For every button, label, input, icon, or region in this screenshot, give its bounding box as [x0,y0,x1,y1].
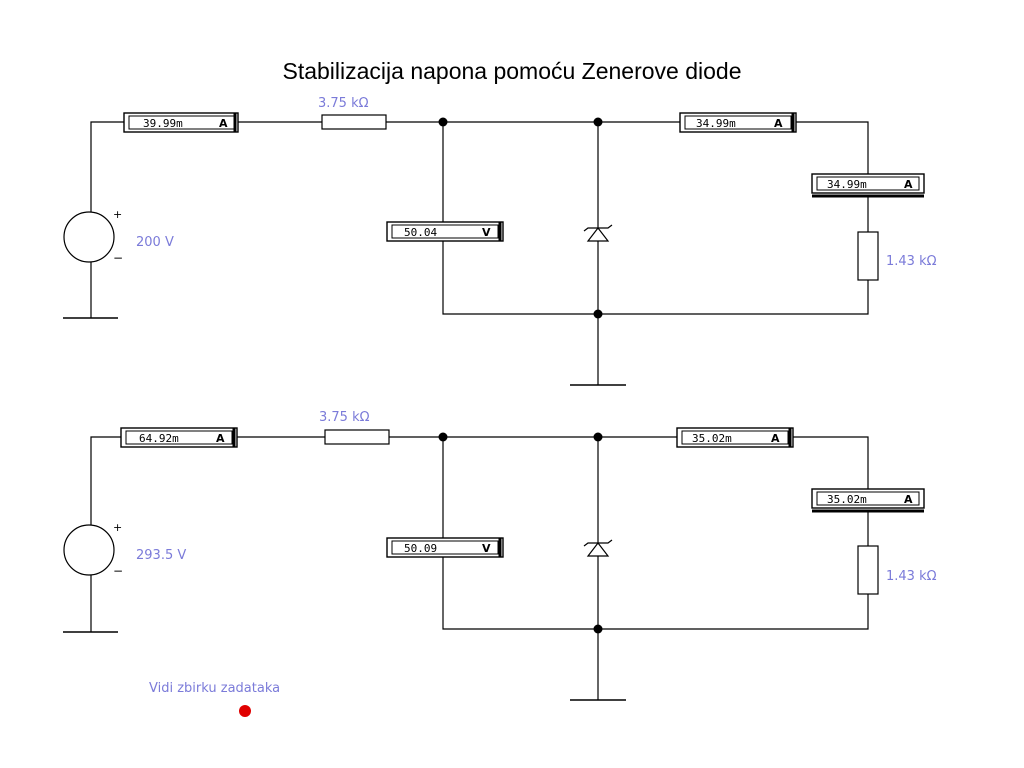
svg-text:+: + [113,208,122,221]
ammeter-reading: 39.99m [143,117,183,130]
load-resistor-label-2: 1.43 kΩ [886,569,937,584]
svg-text:−: − [113,564,123,578]
zener-diode-1 [583,224,613,242]
voltmeter-1: 50.04 V [386,221,504,242]
ammeter-top-right-2: 35.02m A [676,427,794,448]
circuit-1: + − 200 V 3.75 kΩ 1.43 kΩ [63,96,937,386]
ammeter-reading: 35.02m [692,432,732,445]
ammeter-reading: 34.99m [827,178,867,191]
ammeter-unit: A [904,178,913,191]
wire-bottom [442,557,869,630]
junction-dot [593,432,603,442]
wire-bottom [442,240,869,315]
ammeter-reading: 34.99m [696,117,736,130]
load-resistor-label-1: 1.43 kΩ [886,254,937,269]
voltmeter-unit: V [482,542,491,555]
voltmeter-reading: 50.04 [404,226,437,239]
ammeter-load-2: 35.02m A [811,488,925,513]
collection-link[interactable]: Vidi zbirku zadataka [149,681,281,696]
series-resistor-1 [321,114,387,130]
wire-right [796,121,869,174]
voltmeter-2: 50.09 V [386,537,504,558]
junction-dot [593,309,603,319]
junction-dot [593,624,603,634]
voltage-source-1: + − [63,208,123,265]
svg-text:+: + [113,521,122,534]
ammeter-load-1: 34.99m A [811,173,925,198]
junction-dot [438,117,448,127]
junction-dot [593,117,603,127]
ammeter-total-2: 64.92m A [120,427,238,448]
ammeter-reading: 64.92m [139,432,179,445]
load-resistor-1 [857,231,879,281]
source-voltage-label-1: 200 V [136,235,174,250]
series-resistor-2 [324,429,390,445]
zener-diode-2 [583,539,613,557]
ammeter-top-right-1: 34.99m A [679,112,797,133]
junction-dot [438,432,448,442]
ammeter-unit: A [774,117,783,130]
series-resistor-label-2: 3.75 kΩ [319,410,370,425]
voltmeter-reading: 50.09 [404,542,437,555]
source-voltage-label-2: 293.5 V [136,548,186,563]
svg-text:−: − [113,251,123,265]
wire-right [793,436,869,489]
circuit-2: + − 293.5 V 3.75 kΩ 1.43 kΩ 64.92m A [63,410,937,701]
ammeter-total-1: 39.99m A [123,112,239,133]
voltmeter-unit: V [482,226,491,239]
series-resistor-label-1: 3.75 kΩ [318,96,369,111]
link-bullet-dot[interactable] [239,705,251,717]
slide-title: Stabilizacija napona pomoću Zenerove dio… [282,58,742,84]
ammeter-unit: A [904,493,913,506]
ammeter-unit: A [219,117,228,130]
ammeter-unit: A [771,432,780,445]
load-resistor-2 [857,545,879,595]
ammeter-reading: 35.02m [827,493,867,506]
ammeter-unit: A [216,432,225,445]
voltage-source-2: + − [63,521,123,578]
